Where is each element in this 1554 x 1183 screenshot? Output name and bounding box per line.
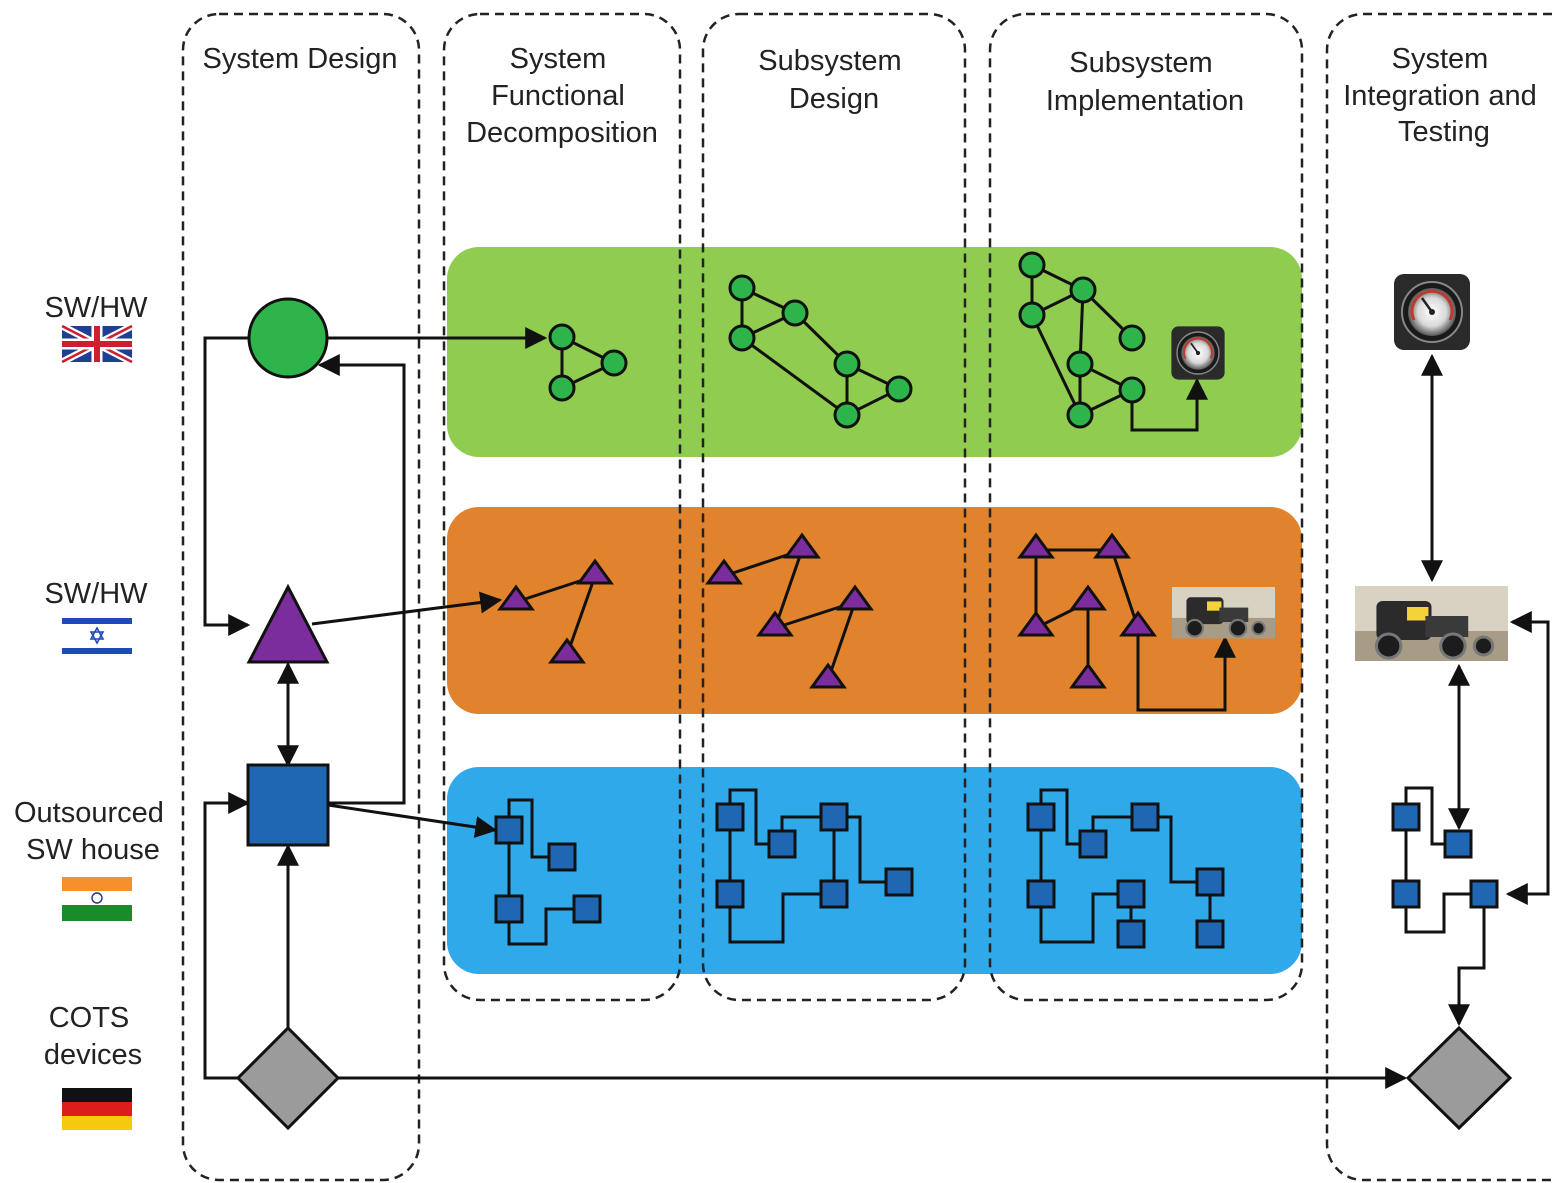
graph-node [576, 558, 614, 585]
phase-title-integration-testing: System Integration and Testing [1343, 43, 1545, 148]
graph-node [884, 867, 914, 897]
india-subsystem-graphs [494, 788, 1225, 949]
graph-node [548, 323, 576, 351]
graph-node [1066, 401, 1094, 429]
israel-si-graph [1017, 532, 1277, 712]
israel-sd-graph [705, 532, 874, 689]
phase-column-integration-testing [1325, 12, 1554, 1182]
graph-node [1118, 376, 1146, 404]
uk-sd-graph [728, 274, 913, 429]
graph-node [819, 802, 849, 832]
graph-node [781, 299, 809, 327]
graph-node [1018, 251, 1046, 279]
team-label-india: Outsourced SW house [14, 797, 172, 866]
robot-vehicle-photo [1170, 585, 1277, 640]
india-si-graph [1026, 788, 1225, 949]
graph-node [715, 879, 745, 909]
india-module-square [246, 763, 330, 847]
phase-title-subsystem-design: Subsystem Design [758, 45, 910, 115]
graph-node [1130, 802, 1160, 832]
graph-node [756, 610, 794, 637]
phase-title-subsystem-implementation: Subsystem Implementation [1046, 47, 1244, 117]
graph-node [705, 558, 743, 585]
uk-module-circle [247, 297, 329, 379]
graph-node [833, 350, 861, 378]
graph-node [1116, 879, 1146, 909]
team-label-germany: COTS devices [44, 1002, 142, 1071]
graph-node [1066, 350, 1094, 378]
graph-node [548, 637, 586, 664]
graph-node [728, 324, 756, 352]
graph-node [1017, 610, 1055, 637]
graph-node [819, 879, 849, 909]
graph-node [783, 532, 821, 559]
graph-node [1069, 584, 1107, 611]
graph-node [728, 274, 756, 302]
graph-node [1195, 867, 1225, 897]
graph-node [767, 829, 797, 859]
uk-subsystem-graphs [548, 251, 1226, 432]
graph-node [1069, 662, 1107, 689]
phase-title-functional-decomposition: System Functional Decomposition [466, 43, 658, 149]
graph-node [1116, 919, 1146, 949]
graph-node [494, 815, 524, 845]
integration-testing-assembly [1353, 272, 1550, 1131]
graph-node [600, 349, 628, 377]
robot-vehicle-photo [1353, 584, 1510, 663]
graph-node [1078, 829, 1108, 859]
integrated-cots-diamond [1405, 1025, 1513, 1131]
graph-node [1026, 879, 1056, 909]
graph-node [1093, 532, 1131, 559]
system-design-nodes [235, 297, 341, 1131]
graph-node [1018, 301, 1046, 329]
uk-si-graph [1018, 251, 1226, 432]
israel-flag [62, 614, 132, 658]
graph-node [1391, 802, 1421, 832]
india-flag [62, 877, 132, 921]
graph-node [885, 375, 913, 403]
graph-node [1119, 610, 1157, 637]
cots-module-diamond [235, 1025, 341, 1131]
graph-node [547, 842, 577, 872]
uk-fd-graph [548, 323, 628, 402]
graph-node [1391, 879, 1421, 909]
graph-node [497, 584, 535, 611]
graph-node [809, 662, 847, 689]
phase-columns [181, 12, 1554, 1182]
graph-node [572, 894, 602, 924]
team-label-uk: SW/HW [44, 292, 148, 324]
germany-flag [62, 1088, 132, 1130]
israel-subsystem-graphs [497, 532, 1277, 712]
gauge-icon [1392, 272, 1472, 352]
graph-node [1026, 802, 1056, 832]
graph-node [494, 894, 524, 924]
graph-node [1017, 532, 1055, 559]
team-label-israel: SW/HW [44, 578, 148, 610]
phase-titles: System Design System Functional Decompos… [202, 43, 1545, 149]
israel-fd-graph [497, 558, 614, 664]
phase-column-subsystem-design [701, 12, 967, 1002]
graph-node [1195, 919, 1225, 949]
phase-column-system-design [181, 12, 421, 1182]
graph-node [1118, 324, 1146, 352]
graph-node [1443, 829, 1473, 859]
system-design-connectors [203, 327, 1408, 1089]
team-labels: SW/HW SW/HW Outsourced SW house [14, 292, 172, 1130]
graph-node [1069, 276, 1097, 304]
graph-node [836, 584, 874, 611]
phase-column-functional-decomposition [442, 12, 682, 1002]
graph-node [1469, 879, 1499, 909]
india-band [447, 767, 1302, 974]
graph-node [833, 401, 861, 429]
phase-column-subsystem-implementation [988, 12, 1304, 1002]
gauge-icon [1170, 325, 1226, 381]
israel-module-triangle [246, 583, 330, 664]
india-fd-graph [494, 798, 602, 946]
india-sd-graph [715, 788, 914, 944]
graph-node [548, 374, 576, 402]
uk-flag [60, 322, 134, 366]
graph-node [715, 802, 745, 832]
phase-title-system-design: System Design [202, 43, 397, 75]
